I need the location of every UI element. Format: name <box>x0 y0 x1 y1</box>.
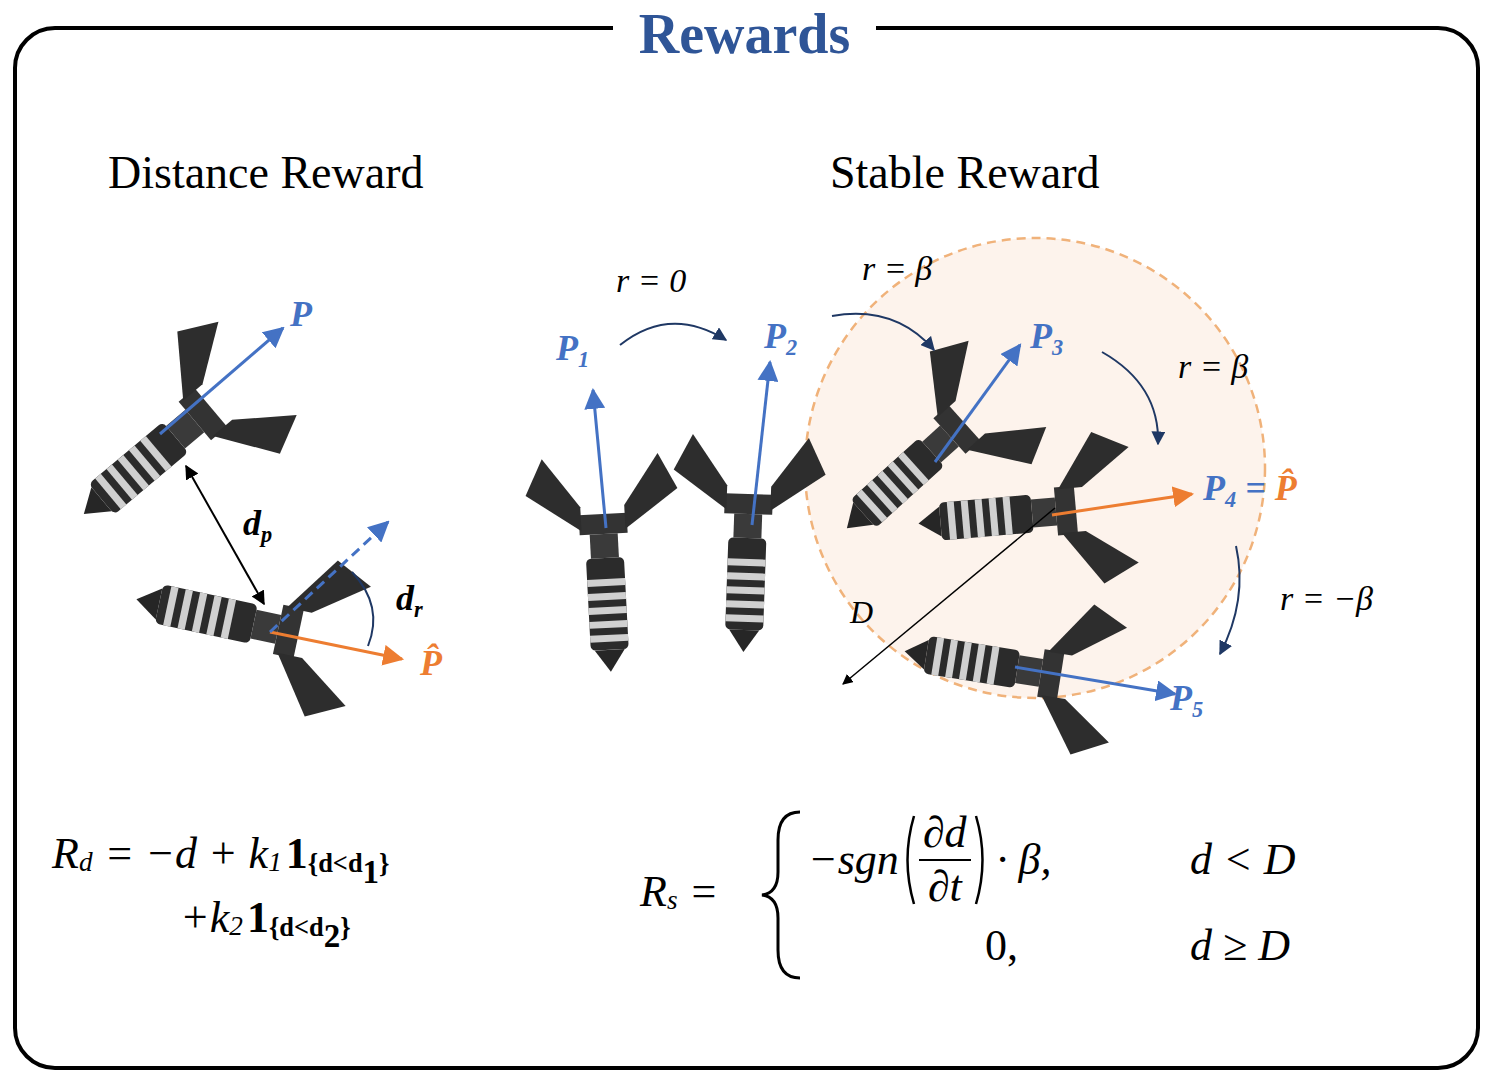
condition: {d<d <box>308 850 363 876</box>
heading-arrow <box>752 362 770 525</box>
symbol: P <box>1030 316 1052 356</box>
title-holder: Rewards <box>0 2 1489 66</box>
symbol: P <box>1203 468 1225 508</box>
subscript: 1 <box>363 856 380 889</box>
pose-label: P2 <box>764 318 797 354</box>
subscript: 3 <box>1052 335 1063 360</box>
pose-label: P4 = P̂ <box>1203 470 1297 506</box>
formula-line: +k2 1{d<d2} <box>180 896 351 940</box>
formula-term: · β, <box>997 838 1052 882</box>
subscript: 2 <box>786 335 797 360</box>
diagram-title: Rewards <box>613 3 877 65</box>
heading-arrow <box>160 328 283 434</box>
distance-symbol: dp <box>243 505 272 541</box>
angle-arc <box>352 572 373 646</box>
denominator: ∂t <box>924 861 966 909</box>
subscript: 1 <box>268 849 282 876</box>
subscript: 1 <box>578 347 589 372</box>
subscript: 2 <box>229 913 243 940</box>
formula-term: +k <box>180 896 229 940</box>
numerator: ∂d <box>919 811 971 861</box>
panel-heading: Distance Reward <box>108 150 424 196</box>
transition-arrow <box>1220 546 1240 654</box>
frame <box>15 28 1478 1068</box>
equals: = <box>1245 468 1266 508</box>
parenthesis <box>973 812 991 908</box>
condition: } <box>379 850 389 876</box>
pose-label: P3 <box>1030 318 1063 354</box>
function: −sgn <box>808 838 899 882</box>
subscript: p <box>261 522 272 547</box>
transition-arrow <box>1102 352 1158 444</box>
subscript: s <box>667 887 678 914</box>
angle-symbol: dr <box>396 580 423 616</box>
target-symbol: P̂ <box>1275 468 1297 508</box>
pose-label: P5 <box>1170 680 1203 716</box>
symbol: P <box>556 328 578 368</box>
fraction: ∂d∂t <box>919 811 971 909</box>
symbol: R <box>640 870 667 914</box>
equals: = <box>692 870 717 914</box>
symbol: d <box>396 578 414 618</box>
symbol: d <box>243 503 261 543</box>
symbol: P <box>1170 678 1192 718</box>
target-arrow <box>270 632 402 659</box>
symbol: P <box>764 316 786 356</box>
formula-term: 0, <box>985 924 1018 968</box>
formula-term: = −d + k <box>105 832 269 876</box>
panel-heading: Stable Reward <box>830 150 1100 196</box>
condition: {d<d <box>269 914 324 940</box>
condition: d ≥ D <box>1190 924 1290 968</box>
pose-label: P1 <box>556 330 589 366</box>
case-brace <box>762 812 800 978</box>
formula-line: Rd = −d + k1 1{d<d1} <box>52 832 389 876</box>
target-arrow <box>1052 494 1192 515</box>
vector-label: P <box>290 296 312 332</box>
condition: } <box>340 914 350 940</box>
subscript: r <box>414 597 423 622</box>
formula-line: Rs = <box>640 870 716 914</box>
heading-arrow <box>1015 667 1175 694</box>
indicator: 1 <box>286 832 308 876</box>
target-label: P̂ <box>420 645 442 681</box>
condition: d < D <box>1190 838 1295 882</box>
distance-arrow <box>186 466 264 604</box>
heading-arrow <box>593 390 606 528</box>
transition-arrow <box>832 314 934 350</box>
symbol: R <box>52 832 79 876</box>
stable-region <box>805 238 1265 698</box>
reward-value: r = −β <box>1280 582 1373 616</box>
radius-label: D <box>850 596 873 628</box>
reward-value: r = 0 <box>616 264 686 298</box>
subscript: d <box>79 849 93 876</box>
parenthesis <box>899 812 917 908</box>
subscript: 5 <box>1192 697 1203 722</box>
transition-arrow <box>620 324 726 345</box>
subscript: 4 <box>1225 487 1236 512</box>
subscript: 2 <box>324 920 341 953</box>
indicator: 1 <box>247 896 269 940</box>
reward-value: r = β <box>862 252 932 286</box>
reward-value: r = β <box>1178 350 1248 384</box>
dashed-heading <box>270 522 388 632</box>
heading-arrow <box>935 345 1020 462</box>
formula-line: −sgn ∂d∂t · β, <box>808 810 1052 910</box>
radius-line <box>843 508 1055 684</box>
